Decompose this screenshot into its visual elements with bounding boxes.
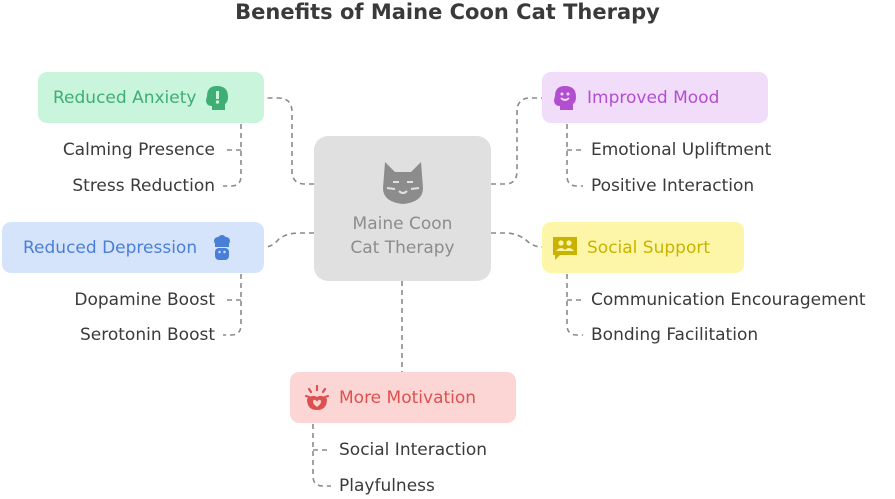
node-reduced-depression: Reduced Depression [2,222,264,273]
node-improved-mood: Improved Mood [542,72,768,123]
sub-emotional-upliftment: Emotional Upliftment [591,140,772,160]
node-more-motivation: More Motivation [290,372,516,423]
diagram-title: Benefits of Maine Coon Cat Therapy [235,0,660,24]
fire-heart-icon [304,384,330,410]
sub-positive-interaction: Positive Interaction [591,176,755,196]
center-label-line2: Cat Therapy [350,238,455,258]
chef-person-icon [214,234,231,260]
sub-social-interaction: Social Interaction [339,440,488,460]
sub-dopamine-boost: Dopamine Boost [74,290,215,310]
cat-icon [383,162,423,204]
node-improved-mood-label: Improved Mood [587,87,720,108]
sub-playfulness: Playfulness [339,476,435,496]
sub-serotonin-boost: Serotonin Boost [80,325,215,345]
sub-bonding-facilitation: Bonding Facilitation [591,325,759,345]
sub-calming-presence: Calming Presence [62,140,215,160]
sub-communication-encouragement: Communication Encouragement [591,290,866,310]
center-label: Maine Coon Cat Therapy [314,212,491,260]
node-social-support-label: Social Support [587,237,711,258]
center-label-line1: Maine Coon [352,214,453,234]
group-chat-icon [553,236,577,260]
node-social-support: Social Support [542,222,744,273]
node-reduced-anxiety: Reduced Anxiety [38,72,264,123]
node-more-motivation-label: More Motivation [339,387,477,408]
happy-head-icon [554,85,576,110]
node-reduced-depression-label: Reduced Depression [23,237,198,258]
center-node: Maine Coon Cat Therapy [314,136,491,281]
node-reduced-anxiety-label: Reduced Anxiety [53,87,197,108]
anxiety-head-icon [206,85,229,110]
sub-stress-reduction: Stress Reduction [72,176,215,196]
